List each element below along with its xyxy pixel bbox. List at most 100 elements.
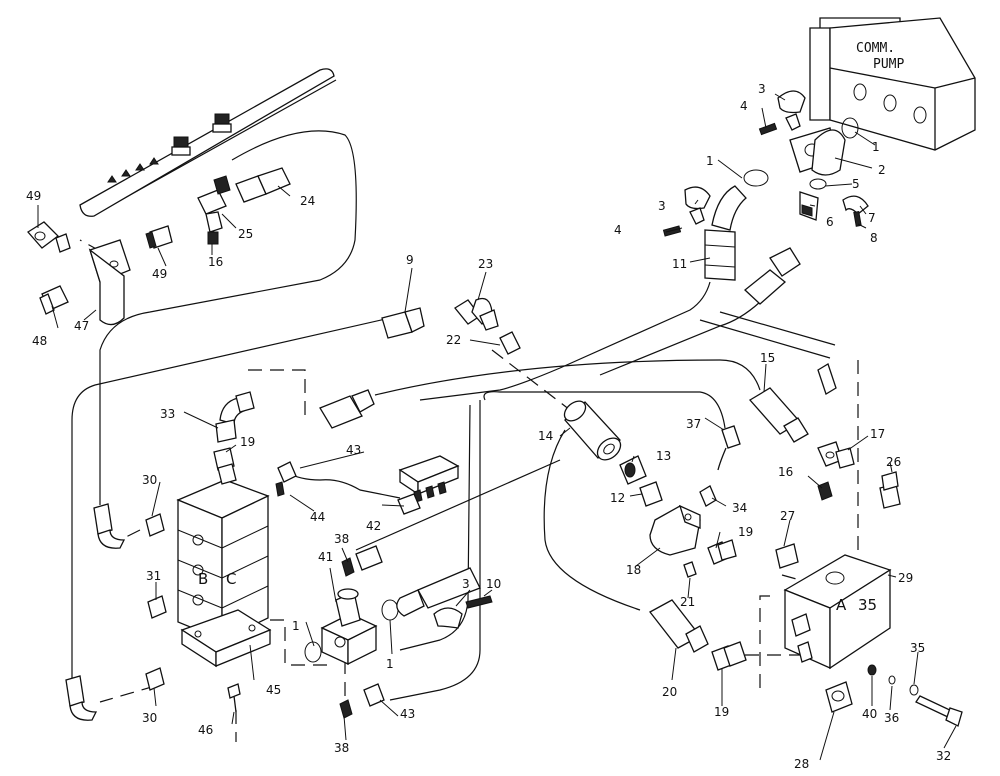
callout-22: 22 [446,333,461,347]
dash-line-2 [270,619,330,666]
callout-45: 45 [266,683,281,697]
dash-line-5 [491,349,571,411]
hose-loop-upper [99,130,357,505]
callout-27: 27 [780,509,795,523]
cylinder-47 [88,239,131,326]
fitting-43-lower [363,683,385,707]
fitting-12 [639,481,663,507]
pump-label-pump: PUMP [873,57,904,72]
split-clamp-3-upper [777,90,806,131]
callout-44: 44 [310,510,325,524]
fitting-30-upper [145,513,165,537]
callout-1-pump: 1 [872,140,880,154]
callout-3-lower: 3 [658,199,666,213]
fitting-22 [499,331,521,355]
dash-line-4 [119,529,141,541]
hose-37 [483,391,726,429]
callout-43-lower: 43 [400,707,415,721]
callout-3-upper: 3 [758,82,766,96]
callout-26: 26 [886,455,901,469]
o-ring-1-b [381,599,399,621]
fitting-16-right [817,481,833,501]
callout-6: 6 [826,215,834,229]
callout-38-upper: 38 [334,532,349,546]
fitting-19-bottom [711,641,747,671]
fitting-43-upper [275,461,297,497]
callout-28: 28 [794,757,809,771]
elbow-flange-2 [789,117,859,176]
dash-line-6 [759,595,770,690]
clamp-3-bottom [433,595,493,629]
valve-bank-42 [397,455,460,515]
callout-15: 15 [760,351,775,365]
bolt-33 [915,695,963,727]
fitting-5-6 [799,178,827,221]
bolt-46 [227,683,241,713]
callout-32: 33 [160,407,175,421]
callout-23: 23 [478,257,493,271]
fitting-34 [699,485,717,507]
clamp-7-8 [842,195,869,227]
comm-pump: COMM. PUMP [809,17,976,151]
callout-19-center: 19 [738,525,753,539]
manifold-29: A 35 [783,554,892,670]
fitting-38-upper [341,557,355,577]
hose-center-2 [399,404,471,651]
valve-41 [320,588,378,666]
swivel-top-right [817,363,837,395]
callout-36: 36 [884,711,899,725]
callout-12: 12 [610,491,625,505]
fitting-21 [683,561,697,578]
tee-fitting-25 [197,175,231,233]
fitting-49-left [27,221,71,253]
elbow-23 [454,297,499,331]
callout-9: 9 [406,253,414,267]
hose-15 [374,359,761,396]
fitting-16-top [207,231,219,245]
callout-49-left: 49 [26,189,41,203]
hose-end-right [744,247,801,305]
fitting-28 [825,681,853,713]
block-label-b: B [198,570,208,588]
fitting-13 [619,455,647,485]
dash-line-13 [781,574,801,581]
callout-48: 48 [32,334,47,348]
callout-5: 5 [852,177,860,191]
manifold-label-35: 35 [858,596,877,614]
callout-4-upper: 4 [740,99,748,113]
hose-pump-to-center-1 [419,281,711,401]
callout-40: 40 [862,707,877,721]
callout-38-lower: 38 [334,741,349,755]
fitting-26 [879,471,901,509]
callout-33: 32 [936,749,951,763]
divider-block-bc: B C [176,479,270,642]
grease-fittings [107,113,232,183]
base-plate-45 [180,609,272,668]
o-ring-1-a [304,641,322,663]
bolt-4-upper [758,122,778,136]
fitting-38-lower [339,699,353,719]
callout-30-upper: 30 [142,473,157,487]
callout-31: 31 [146,569,161,583]
split-clamp-3-lower [684,186,711,225]
callout-labels: 3 4 1 2 5 6 7 8 1 3 4 11 49 49 16 25 24 … [26,82,951,771]
callout-34: 34 [732,501,747,515]
callout-3-bottom: 3 [462,577,470,591]
callout-4-lower: 4 [614,223,622,237]
callout-46: 46 [198,723,213,737]
hose-center-long [389,400,481,701]
fitting-24 [235,167,291,203]
callout-43-upper: 43 [346,443,361,457]
fitting-27 [775,543,799,569]
hose-end-upper-mid [319,389,375,429]
callout-42: 42 [366,519,381,533]
filter-14 [563,400,622,461]
callout-19-bottom: 19 [714,705,729,719]
fitting-48 [39,285,69,315]
callout-21: 21 [680,595,695,609]
callout-13: 13 [656,449,671,463]
dash-line-1 [248,369,306,420]
hose-right-loop [699,311,836,359]
